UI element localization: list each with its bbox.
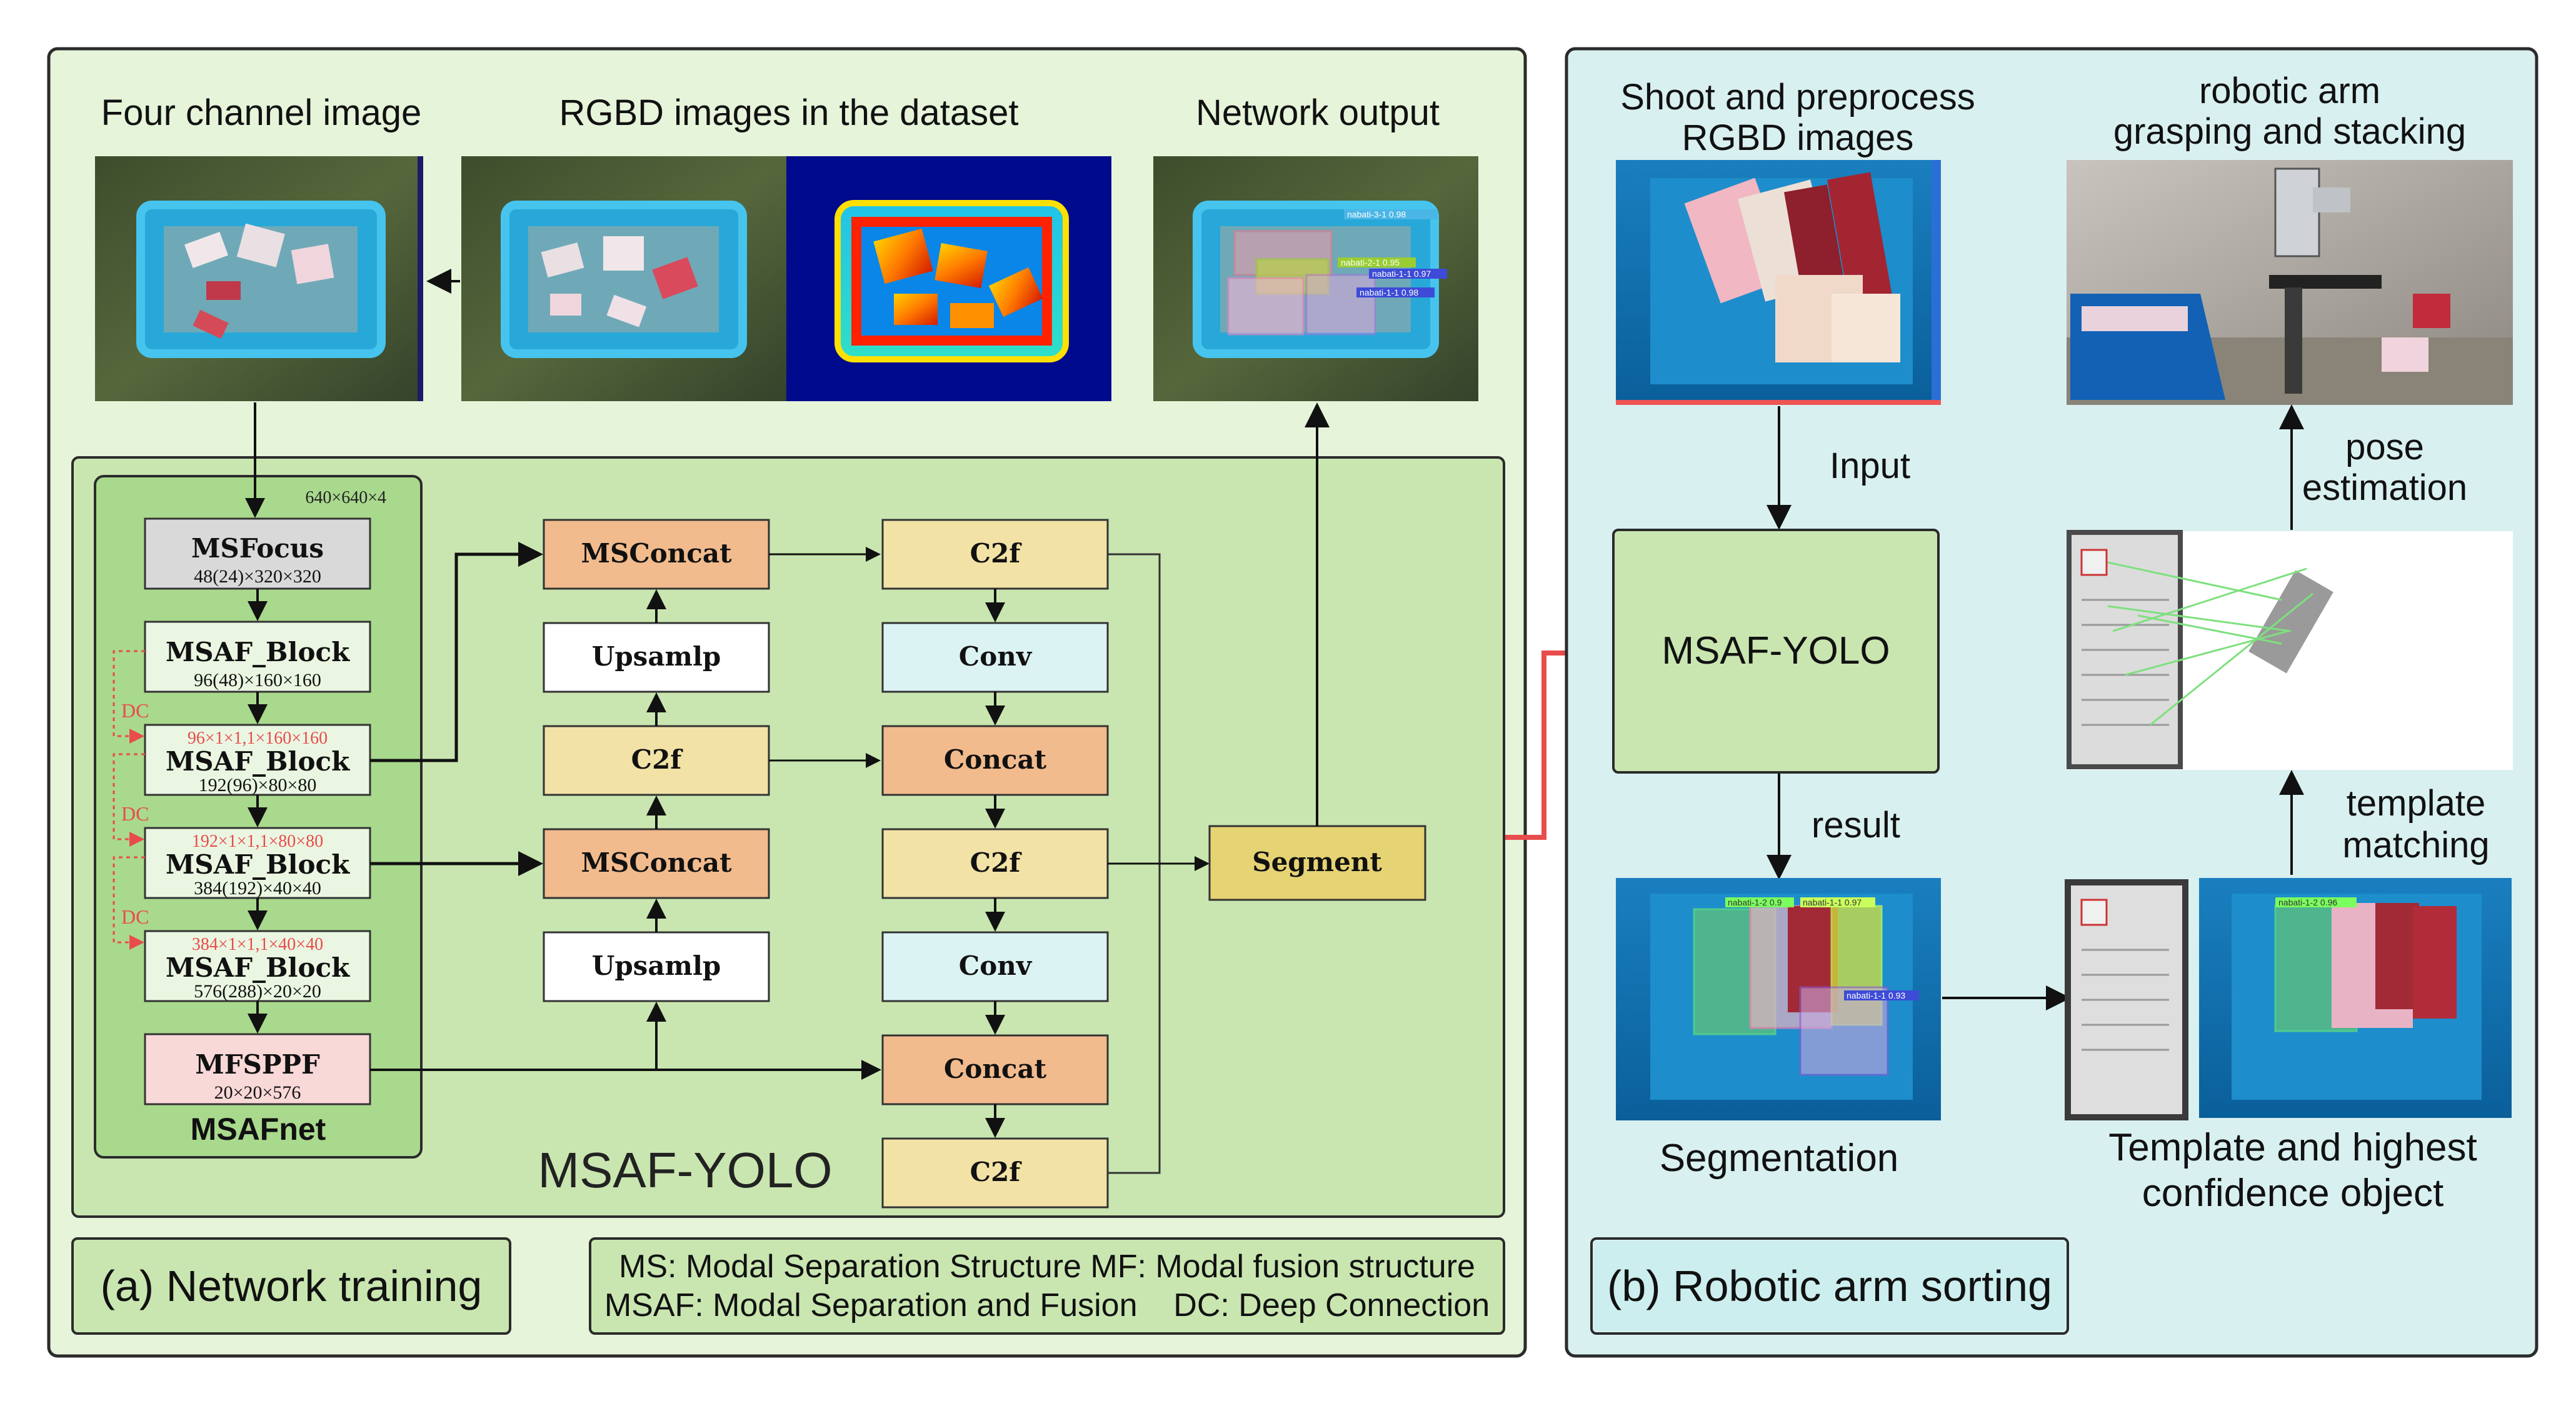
seg-tag-3: nabati-1-1 0.93: [1847, 990, 1905, 1000]
neck-upsample-bottom-label: Upsamlp: [592, 950, 721, 981]
segment-label: Segment: [1252, 847, 1382, 877]
template-label-line2: confidence object: [2142, 1172, 2444, 1215]
neck-col2-c2f-2-label: C2f: [970, 847, 1023, 878]
mfsppf-name: MFSPPF: [195, 1049, 320, 1080]
neck-col2-c2f-3-label: C2f: [970, 1157, 1023, 1187]
dc-label-1: DC: [121, 699, 149, 722]
pose-label-line2: estimation: [2302, 467, 2467, 508]
msaf-block-1-dims: 96(48)×160×160: [194, 670, 321, 691]
seg-tag-1: nabati-1-2 0.9: [1728, 897, 1782, 907]
msfocus-dims: 48(24)×320×320: [194, 566, 321, 587]
neck-col1-msconcat-top: MSConcat: [543, 519, 770, 590]
input-label: Input: [1830, 446, 1910, 486]
msaf-block-4-name: MSAF_Block: [166, 952, 350, 983]
segmentation-image: nabati-1-2 0.9 nabati-1-1 0.97 nabati-1-…: [1616, 878, 1941, 1120]
msaf-block-3: 192×1×1,1×80×80 MSAF_Block 384(192)×40×4…: [144, 827, 371, 899]
result-label: result: [1812, 805, 1900, 845]
output-label-2: nabati-2-1 0.95: [1341, 257, 1400, 267]
neck-col2-conv-2-label: Conv: [959, 950, 1033, 981]
legend-line-2: MSAF: Modal Separation and Fusion DC: De…: [604, 1287, 1490, 1324]
dc-connections: [113, 650, 145, 950]
neck-col2-concat-1: Concat: [881, 725, 1109, 796]
network-output-image: nabati-3-1 0.98 nabati-2-1 0.95 nabati-1…: [1153, 156, 1478, 401]
neck-col1-c2f: C2f: [543, 725, 770, 796]
neck-col1-msconcat-bottom: MSConcat: [543, 828, 770, 899]
neck-col2-conv-1-label: Conv: [959, 641, 1033, 672]
msaf-block-1: MSAF_Block 96(48)×160×160: [144, 621, 371, 693]
output-label-4: nabati-1-1 0.98: [1360, 287, 1418, 297]
neck-col2-conv-1: Conv: [881, 622, 1109, 693]
msaf-block-2: 96×1×1,1×160×160 MSAF_Block 192(96)×80×8…: [144, 724, 371, 796]
header-four-channel: Four channel image: [101, 92, 422, 133]
neck-col1-c2f-label: C2f: [631, 744, 684, 775]
neck-col2-concat-2-label: Concat: [944, 1054, 1047, 1084]
msaf-yolo-big-label: MSAF-YOLO: [538, 1142, 832, 1198]
segmentation-label: Segmentation: [1660, 1137, 1899, 1180]
template-matching-line1: template: [2347, 783, 2485, 824]
shoot-label-line2: RGBD images: [1682, 117, 1914, 158]
template-image: [2065, 879, 2188, 1120]
four-channel-image: [95, 156, 423, 401]
template-matching-image: [2067, 530, 2513, 770]
header-network-output: Network output: [1196, 92, 1440, 133]
highest-confidence-image: nabati-1-2 0.96: [2199, 878, 2512, 1118]
template-tag: nabati-1-2 0.96: [2278, 897, 2337, 907]
msaf-block-3-dims: 384(192)×40×40: [194, 878, 321, 899]
template-matching-line2: matching: [2342, 825, 2489, 865]
mfsppf-block: MFSPPF 20×20×576: [144, 1033, 371, 1105]
legend-box: [589, 1237, 1505, 1335]
neck-col1-upsample-bottom: Upsamlp: [543, 931, 770, 1002]
network-region: [71, 456, 1505, 1218]
neck-col2-c2f-1-label: C2f: [970, 538, 1023, 569]
msaf-block-3-dc-dims: 192×1×1,1×80×80: [192, 832, 323, 851]
robot-label-line2: grasping and stacking: [2113, 111, 2466, 152]
caption-a-box: [71, 1237, 511, 1335]
template-label-line1: Template and highest: [2108, 1126, 2477, 1169]
neck-upsample-top-label: Upsamlp: [592, 641, 721, 672]
robot-label-line1: robotic arm: [2199, 71, 2380, 111]
output-label-1: nabati-3-1 0.98: [1347, 209, 1406, 219]
dc-label-2: DC: [121, 802, 149, 825]
msaf-yolo-model-box: MSAF-YOLO: [1612, 529, 1940, 774]
neck-col2-conv-2: Conv: [881, 931, 1109, 1002]
rgbd-dataset-image: [461, 156, 1111, 401]
neck-msconcat-top-label: MSConcat: [581, 538, 733, 569]
header-rgbd: RGBD images in the dataset: [559, 92, 1018, 133]
robot-grasping-image: [2067, 160, 2513, 405]
msaf-block-4-dims: 576(288)×20×20: [194, 981, 321, 1002]
msaf-block-2-name: MSAF_Block: [166, 746, 350, 777]
legend-line-1: MS: Modal Separation Structure MF: Modal…: [619, 1249, 1475, 1285]
neck-col2-c2f-2: C2f: [881, 828, 1109, 899]
neck-col2-c2f-1: C2f: [881, 519, 1109, 590]
caption-b: (b) Robotic arm sorting: [1607, 1262, 2052, 1310]
msafnet-input-size: 640×640×4: [305, 488, 386, 507]
msaf-block-2-dc-dims: 96×1×1,1×160×160: [188, 729, 328, 748]
captured-rgbd-image: [1616, 160, 1941, 405]
msaf-block-2-dims: 192(96)×80×80: [199, 775, 317, 795]
segment-block: Segment: [1208, 825, 1426, 901]
msaf-block-1-name: MSAF_Block: [166, 637, 350, 667]
caption-a: (a) Network training: [101, 1262, 483, 1310]
neck-col2-concat-2: Concat: [881, 1034, 1109, 1105]
model-label: MSAF-YOLO: [1661, 629, 1890, 672]
seg-tag-2: nabati-1-1 0.97: [1803, 897, 1862, 907]
msfocus-block: MSFocus 48(24)×320×320: [144, 517, 371, 590]
pose-label-line1: pose: [2345, 427, 2424, 467]
neck-msconcat-bottom-label: MSConcat: [581, 847, 733, 878]
neck-col1-upsample-top: Upsamlp: [543, 622, 770, 693]
msaf-block-4: 384×1×1,1×40×40 MSAF_Block 576(288)×20×2…: [144, 930, 371, 1002]
shoot-label-line1: Shoot and preprocess: [1620, 77, 1975, 117]
msafnet-title: MSAFnet: [191, 1112, 326, 1147]
neck-col2-c2f-3: C2f: [881, 1137, 1109, 1209]
msaf-block-4-dc-dims: 384×1×1,1×40×40: [192, 935, 323, 954]
neck-col2-concat-1-label: Concat: [944, 744, 1047, 775]
msaf-block-3-name: MSAF_Block: [166, 849, 350, 880]
dc-label-3: DC: [121, 905, 149, 928]
output-label-3: nabati-1-1 0.97: [1372, 269, 1431, 279]
mfsppf-dims: 20×20×576: [214, 1082, 301, 1103]
msfocus-name: MSFocus: [191, 533, 324, 564]
